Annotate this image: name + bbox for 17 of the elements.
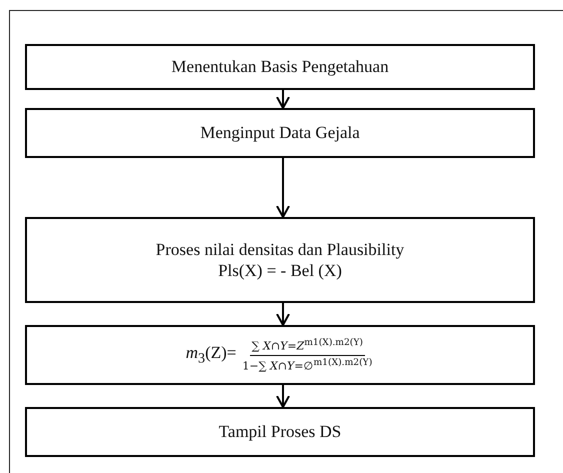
process-box [25,407,535,457]
process-box [25,217,535,303]
step-text: Proses nilai densitas dan Plausibility [156,238,404,260]
arrow [276,385,290,408]
process-box [25,44,535,90]
step-text: Menentukan Basis Pengetahuan [171,56,389,78]
step-text: Tampil Proses DS [218,421,342,443]
formula-numerator: ∑ X∩Y=Z$^{m1(X).m2(Y)}$ [250,337,365,356]
arrow [276,303,290,326]
process-box [25,108,535,158]
formula-denominator: 1−∑ X∩Y=∅$^{m1(X).m2(Y)}$ [241,356,374,373]
step-text: Menginput Data Gejala [200,122,360,144]
arrow [276,158,290,218]
arrow [276,90,290,109]
process-box [25,325,535,385]
formula-text: Pls(X) = - Bel (X) [218,260,342,282]
formula-label: m$_{3}$(Z)= [186,342,236,368]
